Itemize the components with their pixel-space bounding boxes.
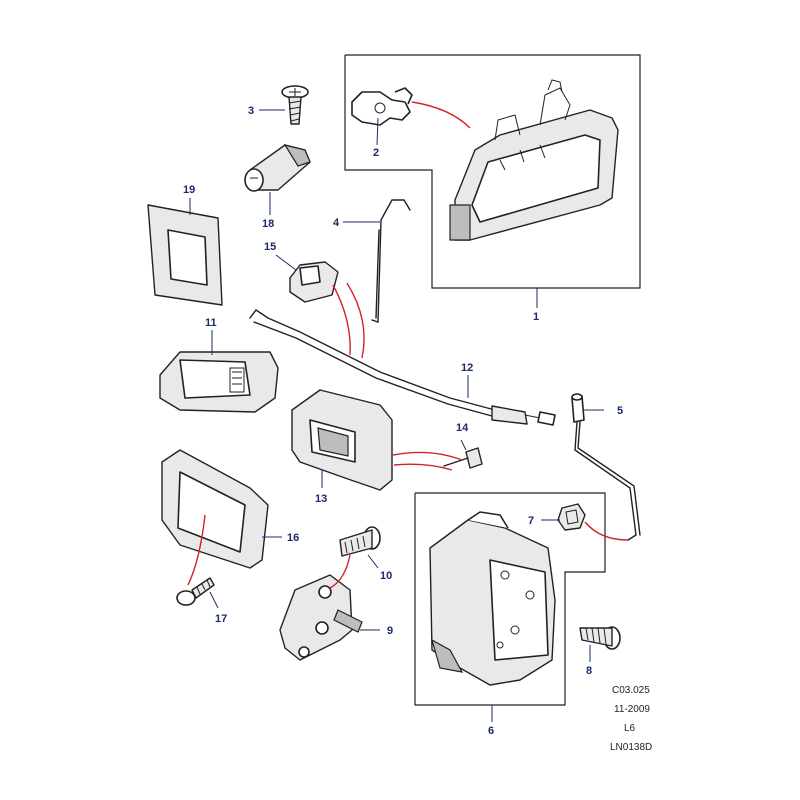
callout-4: 4 bbox=[333, 217, 340, 229]
leader-17 bbox=[209, 591, 219, 609]
screw-part-17[interactable] bbox=[176, 577, 215, 606]
callout-10: 10 bbox=[380, 570, 392, 582]
callout-9: 9 bbox=[387, 625, 393, 637]
clip-part-15[interactable] bbox=[289, 261, 339, 303]
callout-13: 13 bbox=[315, 493, 327, 505]
leader-2 bbox=[376, 117, 379, 146]
callout-16: 16 bbox=[287, 532, 299, 544]
fit-line-14b bbox=[393, 463, 453, 471]
rivet-part-14[interactable] bbox=[443, 447, 483, 469]
latch-part-6[interactable] bbox=[429, 511, 556, 686]
callout-15: 15 bbox=[264, 241, 276, 253]
callout-17: 17 bbox=[215, 613, 227, 625]
diagram-model: L6 bbox=[624, 723, 636, 734]
fit-line-15b bbox=[332, 284, 351, 356]
screw-part-8[interactable] bbox=[579, 626, 621, 650]
fit-line-2-1 bbox=[411, 101, 471, 129]
striker-part-9[interactable] bbox=[279, 574, 363, 661]
rod-part-5[interactable] bbox=[571, 393, 641, 541]
callout-18: 18 bbox=[262, 218, 274, 230]
callout-6: 6 bbox=[488, 725, 494, 737]
leader-15 bbox=[275, 254, 297, 271]
callout-12: 12 bbox=[461, 362, 473, 374]
callout-2: 2 bbox=[373, 147, 379, 159]
callout-8: 8 bbox=[586, 665, 592, 677]
fit-line-15 bbox=[346, 282, 365, 359]
clip-part-7[interactable] bbox=[557, 503, 586, 531]
rod-part-4[interactable] bbox=[371, 199, 411, 323]
exterior-handle-part[interactable] bbox=[449, 79, 619, 241]
fit-line-16 bbox=[187, 514, 206, 586]
leader-10 bbox=[367, 554, 379, 569]
diagram-date: 11-2009 bbox=[614, 704, 650, 715]
group-outline-6 bbox=[414, 492, 606, 706]
cable-part-12[interactable] bbox=[249, 309, 556, 426]
callout-14: 14 bbox=[456, 422, 469, 434]
callout-5: 5 bbox=[617, 405, 623, 417]
callout-1: 1 bbox=[533, 311, 539, 323]
housing-part-13[interactable] bbox=[291, 389, 393, 491]
lock-barrel-part-18[interactable] bbox=[244, 144, 311, 192]
fit-line-9 bbox=[329, 554, 351, 589]
screw-part-3[interactable] bbox=[281, 85, 309, 125]
callout-19: 19 bbox=[183, 184, 195, 196]
leader-14 bbox=[460, 439, 467, 451]
callout-7: 7 bbox=[528, 515, 534, 527]
fit-line-7 bbox=[584, 521, 629, 541]
bolt-part-10[interactable] bbox=[339, 526, 381, 557]
bezel-part-16[interactable] bbox=[161, 449, 269, 569]
callout-11: 11 bbox=[205, 317, 217, 329]
diagram-reference: LN0138D bbox=[610, 742, 652, 753]
fit-line-14 bbox=[392, 451, 463, 461]
callout-3: 3 bbox=[248, 105, 254, 117]
interior-handle-part-11[interactable] bbox=[159, 351, 279, 413]
clip-part-2[interactable] bbox=[351, 87, 413, 126]
diagram-code: C03.025 bbox=[612, 685, 650, 696]
gasket-part-19[interactable] bbox=[147, 204, 223, 306]
group-outline-1 bbox=[344, 54, 641, 289]
